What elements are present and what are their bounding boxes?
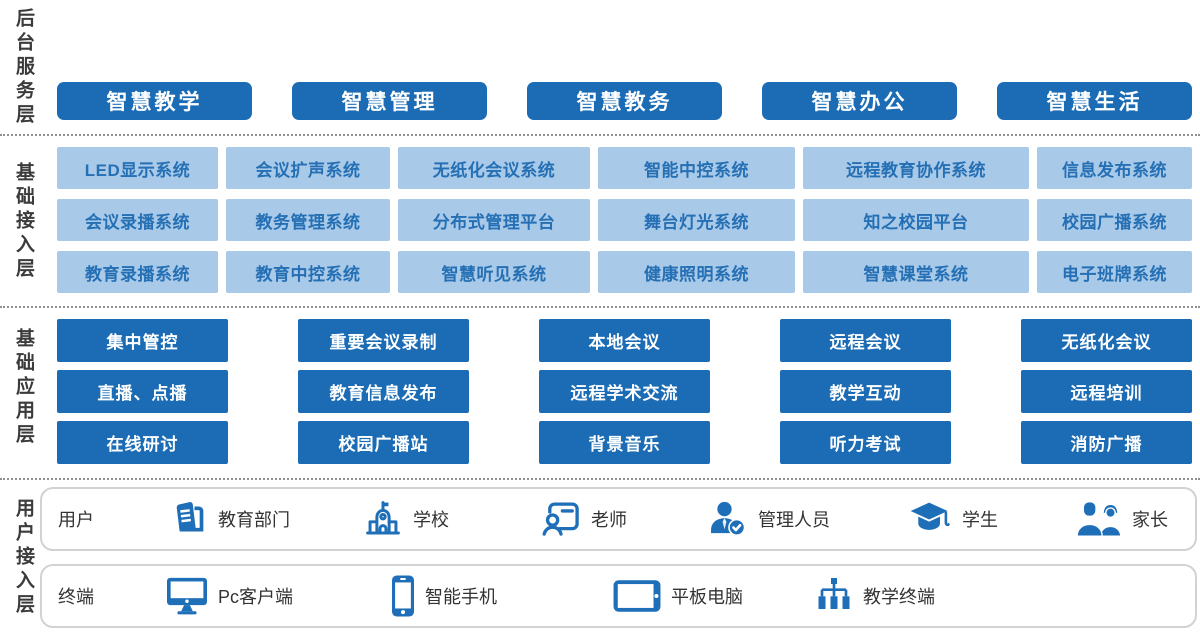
access-system-cell: 信息发布系统: [1037, 147, 1192, 189]
tablet-icon: [613, 580, 661, 612]
application-cell: 背景音乐: [539, 421, 710, 464]
access-system-cell: 分布式管理平台: [398, 199, 590, 241]
access-system-cell: 智慧课堂系统: [803, 251, 1029, 293]
access-system-cell: 校园广播系统: [1037, 199, 1192, 241]
smartphone-icon: [392, 575, 414, 617]
terminal-item-label: 教学终端: [863, 587, 935, 607]
access-system-cell: 无纸化会议系统: [398, 147, 590, 189]
admin-check-icon: [711, 501, 746, 536]
user-item-label: 家长: [1132, 510, 1168, 530]
user-item-education-department: 教育部门: [169, 499, 290, 539]
teacher-icon: [542, 502, 579, 536]
access-system-cell: 教育中控系统: [226, 251, 390, 293]
terminal-item-label: 平板电脑: [671, 587, 743, 607]
backend-button-smart-office: 智慧办公: [762, 82, 957, 120]
application-cell: 本地会议: [539, 319, 710, 362]
application-cell: 远程学术交流: [539, 370, 710, 413]
user-item-label: 老师: [591, 510, 627, 530]
application-cell: 消防广播: [1021, 421, 1192, 464]
backend-button-row: 智慧教学 智慧管理 智慧教务 智慧办公 智慧生活: [57, 82, 1192, 120]
terminal-item-smartphone: 智能手机: [390, 574, 497, 618]
application-cell: 在线研讨: [57, 421, 228, 464]
school-icon: [366, 501, 400, 535]
access-system-cell: 远程教育协作系统: [803, 147, 1029, 189]
backend-button-smart-management: 智慧管理: [292, 82, 487, 120]
layer-label-basic-access: 基础接入层: [13, 162, 34, 282]
divider-backend-access: [0, 134, 1200, 136]
divider-access-application: [0, 306, 1200, 308]
application-cell: 直播、点播: [57, 370, 228, 413]
application-cell: 教育信息发布: [298, 370, 469, 413]
user-item-teacher: 老师: [540, 498, 627, 540]
teaching-terminal-network-icon: [818, 578, 850, 609]
user-item-parents: 家长: [1075, 499, 1168, 539]
access-system-cell: 智能中控系统: [598, 147, 795, 189]
application-cell: 重要会议录制: [298, 319, 469, 362]
access-system-cell: 电子班牌系统: [1037, 251, 1192, 293]
layer-label-basic-application: 基础应用层: [13, 328, 34, 448]
access-system-cell: 舞台灯光系统: [598, 199, 795, 241]
terminals-panel: 终端 Pc客户端 智能手机: [40, 564, 1197, 628]
access-system-cell: LED显示系统: [57, 147, 218, 189]
terminal-item-teaching-terminal: 教学终端: [814, 576, 935, 616]
terminal-item-label: Pc客户端: [218, 587, 294, 607]
terminals-panel-title: 终端: [58, 587, 94, 607]
application-cell: 集中管控: [57, 319, 228, 362]
access-systems-grid: LED显示系统 会议扩声系统 无纸化会议系统 智能中控系统 远程教育协作系统 信…: [57, 147, 1192, 293]
access-system-cell: 健康照明系统: [598, 251, 795, 293]
access-system-cell: 教育录播系统: [57, 251, 218, 293]
access-system-cell: 知之校园平台: [803, 199, 1029, 241]
application-cell: 教学互动: [780, 370, 951, 413]
application-cell: 校园广播站: [298, 421, 469, 464]
terminal-item-tablet: 平板电脑: [612, 578, 743, 614]
desktop-monitor-icon: [167, 577, 207, 615]
backend-button-smart-life: 智慧生活: [997, 82, 1192, 120]
user-item-label: 学生: [962, 510, 998, 530]
user-item-label: 管理人员: [758, 510, 830, 530]
backend-button-smart-academic: 智慧教务: [527, 82, 722, 120]
layer-label-user-access: 用户接入层: [13, 498, 34, 618]
application-cell: 听力考试: [780, 421, 951, 464]
user-item-school: 学校: [362, 498, 449, 540]
application-functions-grid: 集中管控 重要会议录制 本地会议 远程会议 无纸化会议 直播、点播 教育信息发布…: [57, 319, 1192, 464]
terminal-item-label: 智能手机: [425, 587, 497, 607]
user-item-label: 学校: [413, 510, 449, 530]
users-panel-title: 用户: [58, 510, 94, 530]
access-system-cell: 教务管理系统: [226, 199, 390, 241]
application-cell: 无纸化会议: [1021, 319, 1192, 362]
graduation-cap-icon: [910, 502, 950, 530]
user-item-label: 教育部门: [218, 510, 290, 530]
divider-application-user: [0, 478, 1200, 480]
user-item-admin-staff: 管理人员: [707, 498, 830, 540]
government-building-icon: [176, 502, 204, 532]
backend-button-smart-teaching: 智慧教学: [57, 82, 252, 120]
application-cell: 远程培训: [1021, 370, 1192, 413]
layer-label-backend-service: 后台服务层: [13, 8, 34, 128]
parents-icon: [1076, 501, 1122, 537]
users-panel: 用户 教育部门: [40, 487, 1197, 551]
user-item-student: 学生: [907, 500, 998, 538]
application-cell: 远程会议: [780, 319, 951, 362]
terminal-item-pc-client: Pc客户端: [165, 576, 293, 616]
access-system-cell: 会议扩声系统: [226, 147, 390, 189]
access-system-cell: 智慧听见系统: [398, 251, 590, 293]
access-system-cell: 会议录播系统: [57, 199, 218, 241]
